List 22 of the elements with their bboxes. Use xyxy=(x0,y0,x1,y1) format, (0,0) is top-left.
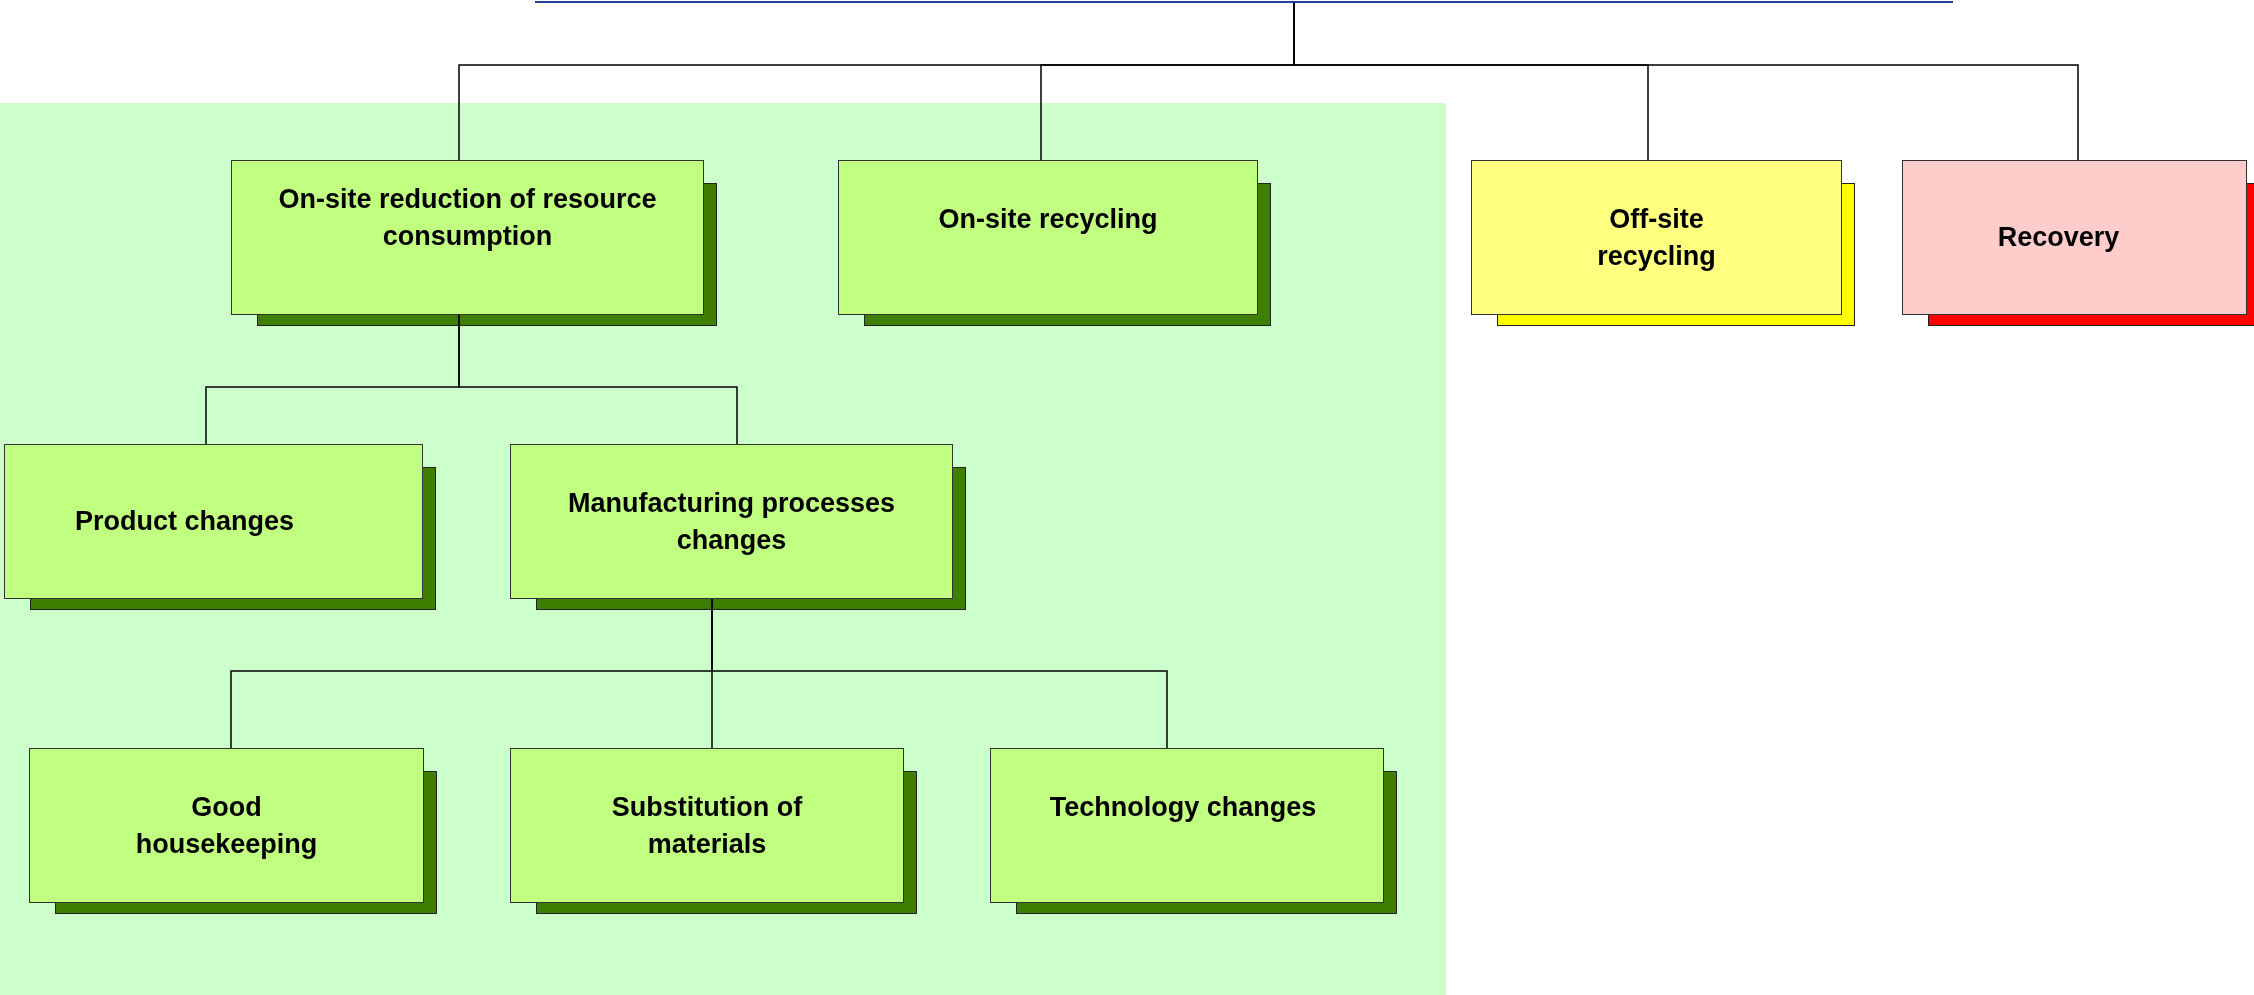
category-box xyxy=(231,160,704,315)
box-label: On-site reduction of resource consumption xyxy=(277,183,658,253)
root-box xyxy=(535,0,1953,3)
box-label: Good housekeeping xyxy=(134,791,319,861)
box-label: Off-site recycling xyxy=(1596,203,1717,273)
connector-line xyxy=(711,598,1168,749)
category-box xyxy=(510,444,953,599)
category-box xyxy=(990,748,1384,903)
box-label: Technology changes xyxy=(1049,791,1317,824)
box-label: Manufacturing processes changes xyxy=(566,487,897,557)
category-box xyxy=(838,160,1258,315)
category-box xyxy=(29,748,424,903)
category-box xyxy=(4,444,423,599)
category-box xyxy=(510,748,904,903)
box-label: Product changes xyxy=(74,505,294,538)
connector-line xyxy=(1293,2,2079,161)
category-box xyxy=(1471,160,1842,315)
connector-line xyxy=(458,314,738,445)
box-label: Recovery xyxy=(1997,221,2120,254)
box-label: Substitution of materials xyxy=(610,791,804,861)
box-label: On-site recycling xyxy=(938,203,1158,236)
category-box xyxy=(1902,160,2247,315)
